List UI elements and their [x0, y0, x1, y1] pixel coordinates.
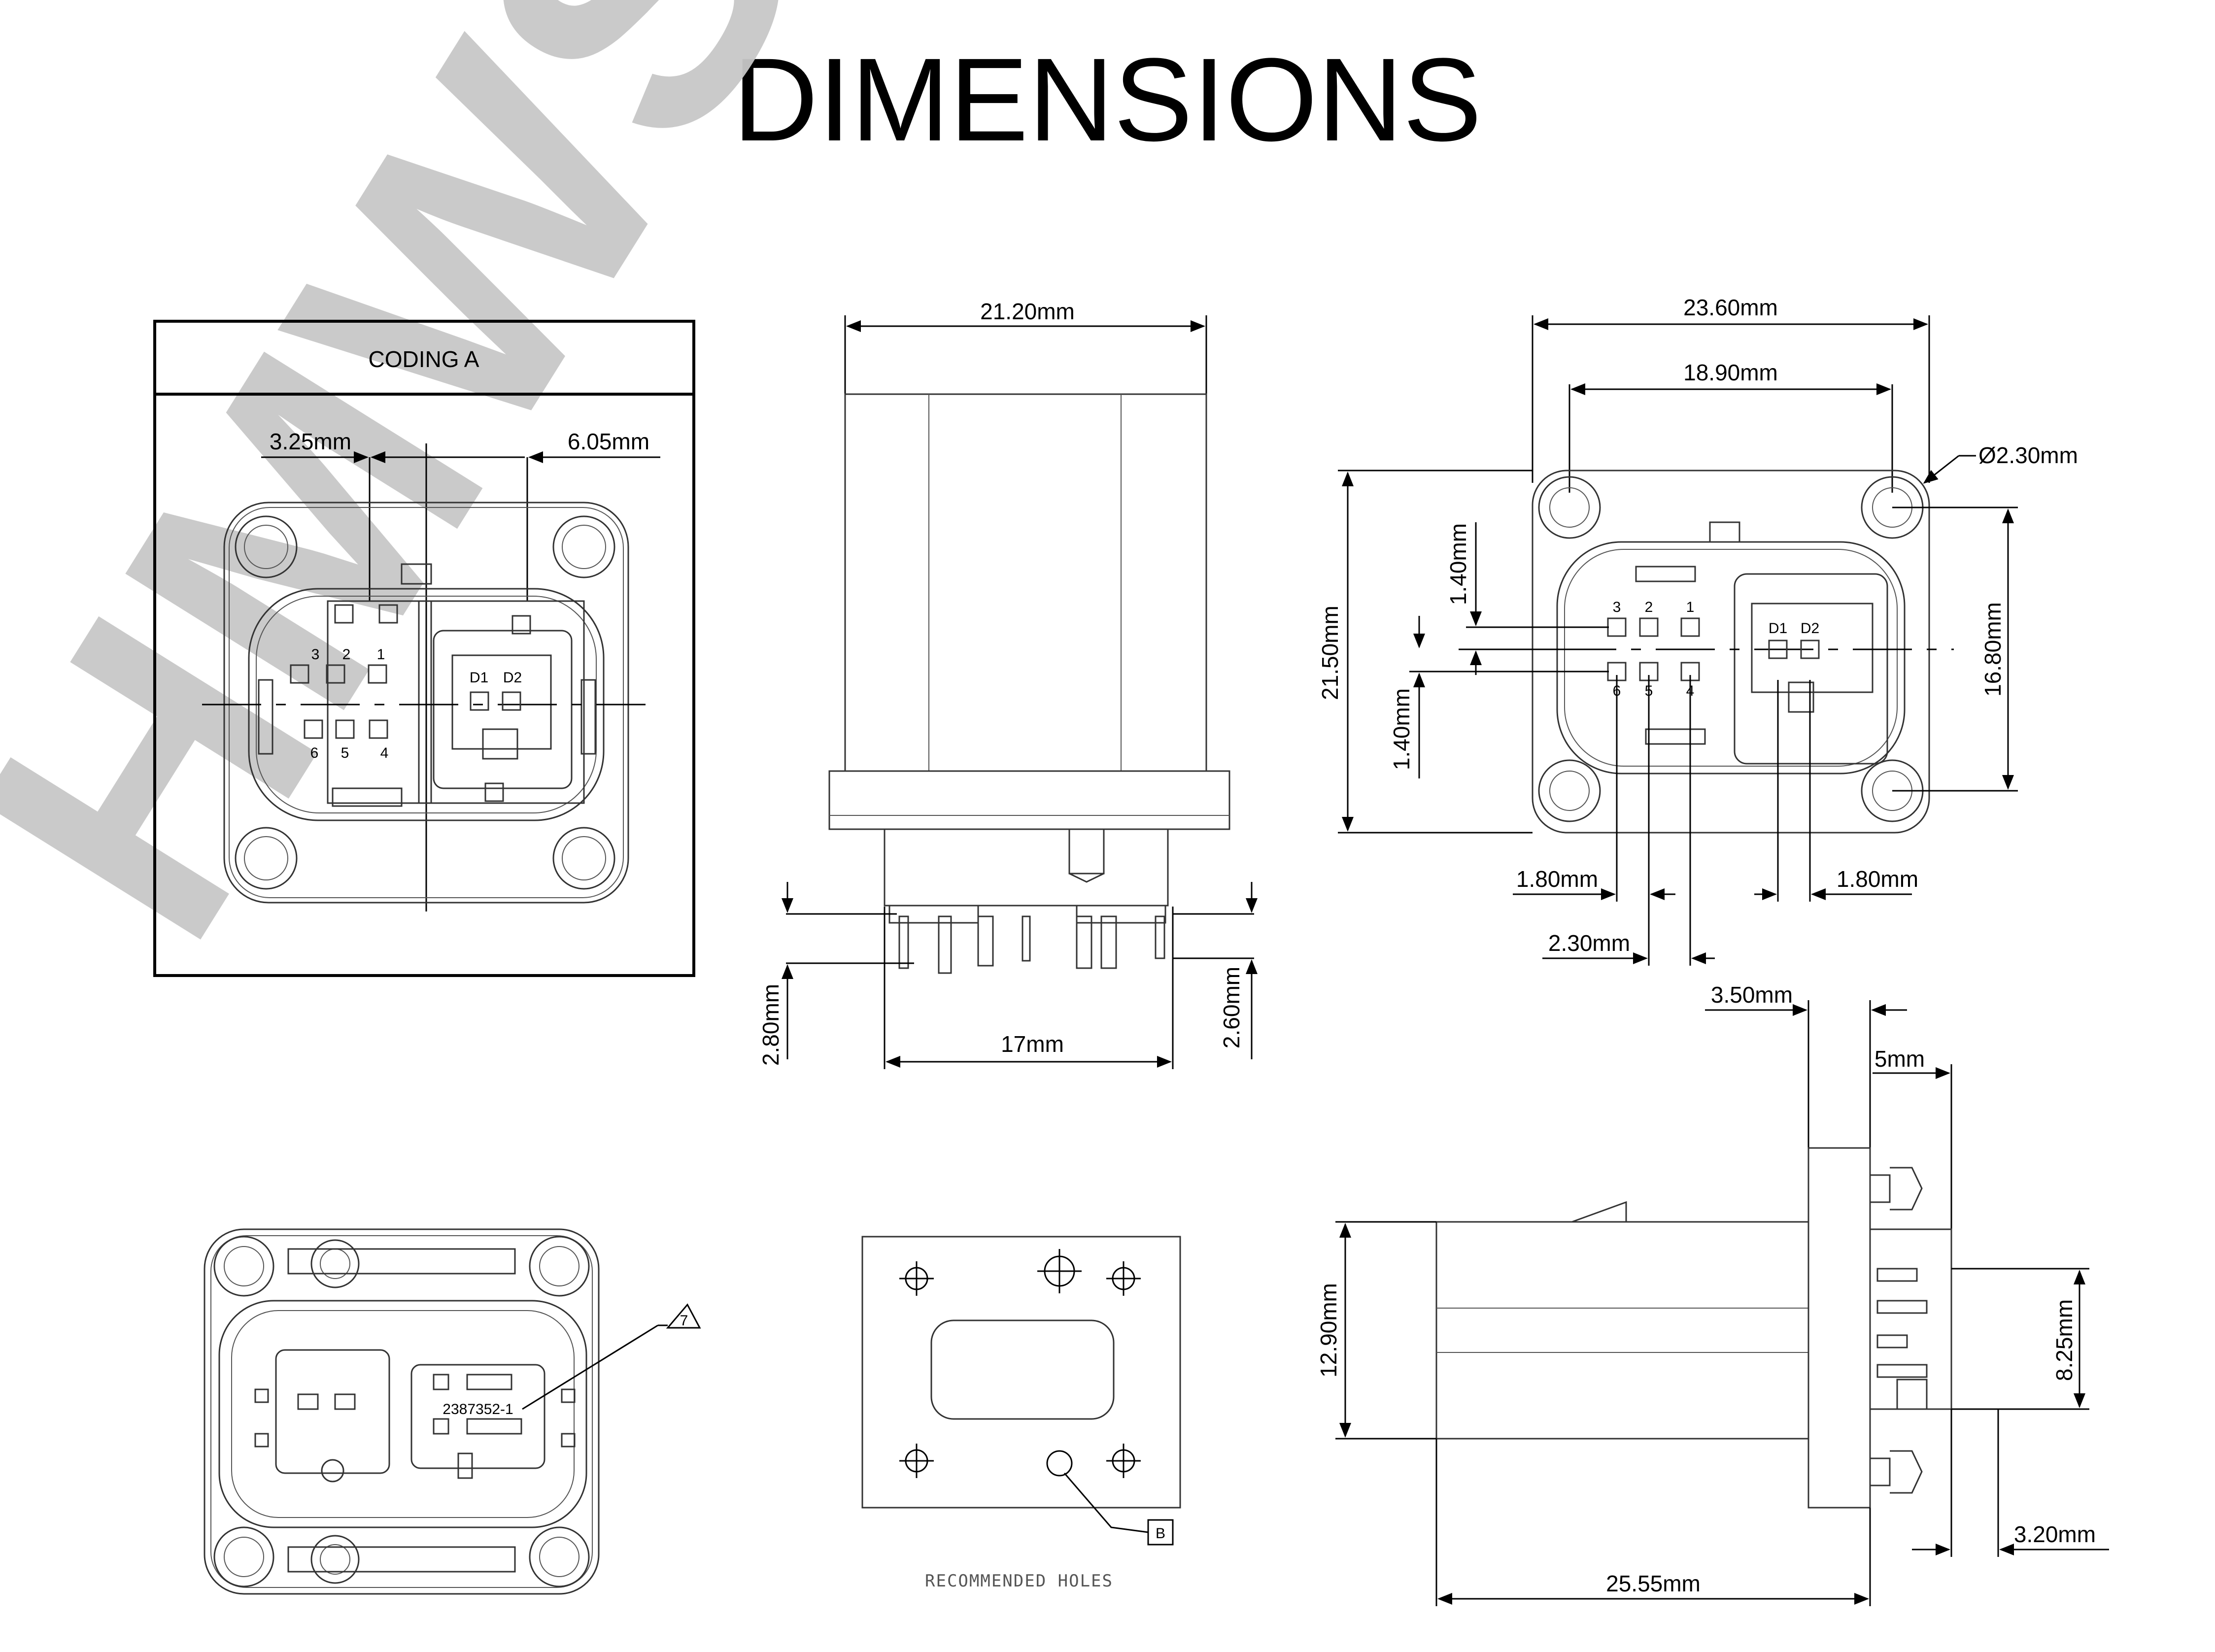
dim-2-30: 2.30mm — [1548, 930, 1630, 956]
flange-pin-label-d2: D2 — [1801, 620, 1819, 637]
flange-view: 23.60mm 18.90mm Ø2.30mm 3 2 1 6 — [1317, 295, 2078, 966]
rear-view: 2387352-1 7 — [204, 1228, 701, 1595]
flange-pin-label-2: 2 — [1645, 599, 1653, 615]
pin-label-4: 4 — [380, 745, 389, 761]
pin-label-6: 6 — [310, 745, 319, 761]
pin-label-d1: D1 — [470, 670, 488, 686]
dim-1-80-left: 1.80mm — [1516, 866, 1598, 892]
dim-2-80: 2.80mm — [758, 984, 784, 1066]
watermark: HMWS — [0, 0, 883, 1003]
coding-a-view: CODING A 3.25mm 6.05mm — [153, 320, 695, 977]
dim-1-40-top: 1.40mm — [1445, 523, 1471, 605]
callout-b: B — [1156, 1525, 1165, 1542]
dim-16-80: 16.80mm — [1980, 602, 2006, 697]
dim-3-50: 3.50mm — [1711, 982, 1793, 1008]
side-view: 21.20mm 2.80mm 2.60mm 17mm — [758, 299, 1258, 1069]
coding-label: CODING A — [369, 346, 479, 372]
profile-view: 3.50mm 5mm 12.90mm 8.25mm — [1316, 982, 2109, 1606]
page-title: DIMENSIONS — [733, 34, 1482, 166]
pin-label-1: 1 — [377, 646, 385, 663]
dim-21-20: 21.20mm — [980, 299, 1075, 324]
pin-label-5: 5 — [341, 745, 349, 761]
dim-5: 5mm — [1874, 1046, 1925, 1072]
dim-21-50: 21.50mm — [1317, 606, 1343, 700]
part-number: 2387352-1 — [443, 1401, 513, 1417]
dim-23-60: 23.60mm — [1683, 295, 1778, 320]
dim-6-05: 6.05mm — [568, 429, 649, 454]
dim-18-90: 18.90mm — [1683, 360, 1778, 385]
pin-label-3: 3 — [311, 646, 320, 663]
recommended-holes-label: RECOMMENDED HOLES — [925, 1571, 1113, 1591]
dim-3-20: 3.20mm — [2014, 1521, 2096, 1547]
flange-pin-label-3: 3 — [1613, 599, 1621, 615]
dim-17: 17mm — [1001, 1031, 1064, 1057]
pin-label-d2: D2 — [503, 670, 522, 686]
callout-7: 7 — [680, 1313, 688, 1329]
flange-pin-label-1: 1 — [1686, 599, 1695, 615]
pin-label-2: 2 — [342, 646, 351, 663]
flange-pin-label-d1: D1 — [1769, 620, 1787, 637]
dim-8-25: 8.25mm — [2051, 1299, 2077, 1381]
dim-3-25: 3.25mm — [270, 429, 351, 454]
dim-2-60: 2.60mm — [1219, 967, 1244, 1048]
dim-25-55: 25.55mm — [1606, 1571, 1701, 1596]
recommended-holes-view: B RECOMMENDED HOLES — [861, 1236, 1181, 1591]
dim-1-80-right: 1.80mm — [1837, 866, 1918, 892]
dim-1-40-bottom: 1.40mm — [1389, 688, 1414, 770]
dim-12-90: 12.90mm — [1316, 1283, 1341, 1378]
dim-hole-diameter: Ø2.30mm — [1978, 442, 2078, 468]
